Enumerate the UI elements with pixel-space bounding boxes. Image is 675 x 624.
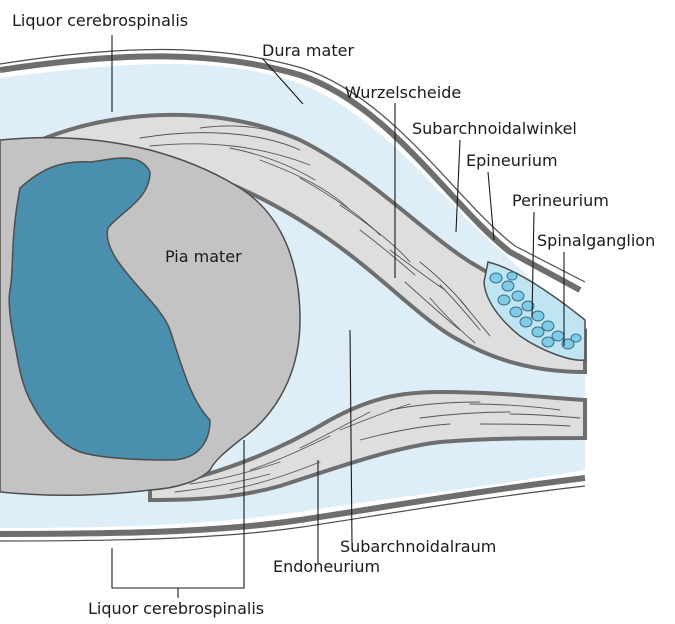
label-liquor-bottom: Liquor cerebrospinalis	[88, 599, 264, 618]
label-subarachnoidalraum: Subarchnoidalraum	[340, 537, 496, 556]
label-pia-mater: Pia mater	[165, 247, 242, 266]
label-epineurium: Epineurium	[466, 151, 558, 170]
label-endoneurium: Endoneurium	[273, 557, 380, 576]
label-subarachnoidalwinkel: Subarchnoidalwinkel	[412, 119, 577, 138]
label-spinalganglion: Spinalganglion	[537, 231, 655, 250]
label-wurzelscheide: Wurzelscheide	[345, 83, 461, 102]
label-perineurium: Perineurium	[512, 191, 609, 210]
label-dura-mater: Dura mater	[262, 41, 354, 60]
label-liquor-top: Liquor cerebrospinalis	[12, 11, 188, 30]
